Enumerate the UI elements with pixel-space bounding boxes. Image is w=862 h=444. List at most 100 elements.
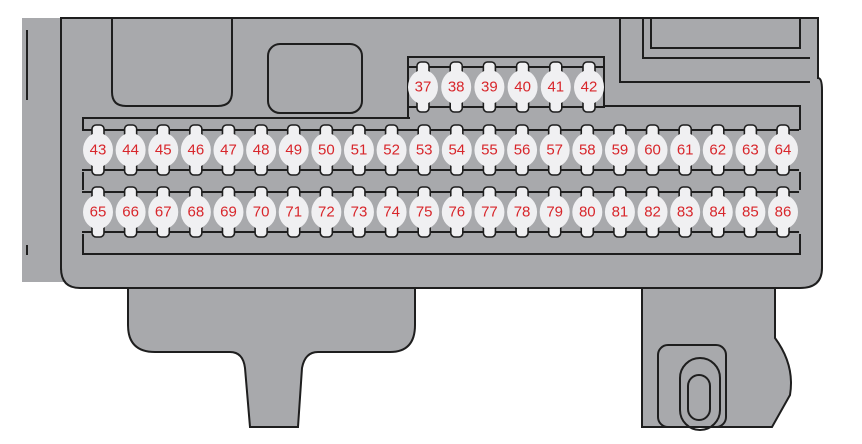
fuse-38[interactable]: 38 bbox=[441, 61, 472, 113]
fuse-40[interactable]: 40 bbox=[507, 61, 538, 113]
fuse-81[interactable]: 81 bbox=[604, 186, 635, 238]
fuse-core bbox=[745, 190, 756, 234]
fuse-42[interactable]: 42 bbox=[574, 61, 604, 113]
fuse-core bbox=[451, 65, 462, 109]
fuse-label: 70 bbox=[253, 204, 270, 221]
fuse-57[interactable]: 57 bbox=[539, 124, 570, 176]
fuse-74[interactable]: 74 bbox=[376, 186, 407, 238]
fuse-54[interactable]: 54 bbox=[441, 124, 472, 176]
fuse-72[interactable]: 72 bbox=[311, 186, 342, 238]
fuse-70[interactable]: 70 bbox=[246, 186, 277, 238]
fuse-core bbox=[125, 128, 136, 172]
fuse-core bbox=[484, 65, 495, 109]
fuse-core bbox=[256, 128, 267, 172]
connector-left bbox=[127, 279, 416, 428]
fuse-78[interactable]: 78 bbox=[507, 186, 538, 238]
fuse-65[interactable]: 65 bbox=[83, 186, 113, 238]
fuse-label: 51 bbox=[351, 142, 368, 159]
fuse-62[interactable]: 62 bbox=[702, 124, 733, 176]
fuse-core bbox=[158, 190, 169, 234]
fuse-core bbox=[223, 190, 234, 234]
fuse-core bbox=[419, 190, 430, 234]
fuse-49[interactable]: 49 bbox=[278, 124, 309, 176]
fuse-53[interactable]: 53 bbox=[409, 124, 440, 176]
fuse-69[interactable]: 69 bbox=[213, 186, 244, 238]
fuse-48[interactable]: 48 bbox=[246, 124, 277, 176]
fuse-82[interactable]: 82 bbox=[637, 186, 668, 238]
fuse-label: 84 bbox=[709, 204, 726, 221]
mounting-bracket bbox=[641, 279, 792, 428]
fuse-label: 52 bbox=[383, 142, 400, 159]
fuse-71[interactable]: 71 bbox=[278, 186, 309, 238]
fuse-45[interactable]: 45 bbox=[148, 124, 179, 176]
fuse-core bbox=[778, 190, 789, 234]
fuse-64[interactable]: 64 bbox=[768, 124, 799, 176]
fuse-59[interactable]: 59 bbox=[604, 124, 635, 176]
fuse-core bbox=[517, 190, 528, 234]
fuse-label: 63 bbox=[742, 142, 759, 159]
fuse-core bbox=[223, 128, 234, 172]
fuse-label: 71 bbox=[285, 204, 302, 221]
fuse-77[interactable]: 77 bbox=[474, 186, 505, 238]
fuse-core bbox=[451, 190, 462, 234]
fuse-core bbox=[614, 128, 625, 172]
fuse-core bbox=[190, 190, 201, 234]
fuse-83[interactable]: 83 bbox=[670, 186, 701, 238]
fuse-55[interactable]: 55 bbox=[474, 124, 505, 176]
fuse-core bbox=[353, 190, 364, 234]
fuse-label: 38 bbox=[448, 79, 465, 96]
fuse-label: 43 bbox=[90, 142, 107, 159]
fuse-core bbox=[256, 190, 267, 234]
fuse-label: 66 bbox=[122, 204, 139, 221]
fuse-core bbox=[386, 128, 397, 172]
fuse-label: 58 bbox=[579, 142, 596, 159]
fuse-50[interactable]: 50 bbox=[311, 124, 342, 176]
fuse-core bbox=[582, 128, 593, 172]
fuse-76[interactable]: 76 bbox=[441, 186, 472, 238]
fuse-80[interactable]: 80 bbox=[572, 186, 603, 238]
fuse-core bbox=[517, 65, 528, 109]
fuse-58[interactable]: 58 bbox=[572, 124, 603, 176]
fuse-label: 46 bbox=[188, 142, 205, 159]
fuse-73[interactable]: 73 bbox=[343, 186, 374, 238]
fuse-core bbox=[484, 190, 495, 234]
fuse-43[interactable]: 43 bbox=[83, 124, 113, 176]
fuse-85[interactable]: 85 bbox=[735, 186, 766, 238]
fuse-core bbox=[158, 128, 169, 172]
fuse-label: 78 bbox=[514, 204, 531, 221]
fuse-label: 65 bbox=[90, 204, 107, 221]
fuse-52[interactable]: 52 bbox=[376, 124, 407, 176]
fuse-51[interactable]: 51 bbox=[343, 124, 374, 176]
fuse-label: 50 bbox=[318, 142, 335, 159]
fuse-core bbox=[614, 190, 625, 234]
fuse-63[interactable]: 63 bbox=[735, 124, 766, 176]
fuse-core bbox=[288, 128, 299, 172]
fuse-label: 72 bbox=[318, 204, 335, 221]
fuse-core bbox=[93, 128, 103, 172]
fuse-86[interactable]: 86 bbox=[768, 186, 799, 238]
fuse-37[interactable]: 37 bbox=[408, 61, 438, 113]
fuse-core bbox=[584, 65, 594, 109]
fuse-47[interactable]: 47 bbox=[213, 124, 244, 176]
fuse-60[interactable]: 60 bbox=[637, 124, 668, 176]
fuse-label: 60 bbox=[644, 142, 661, 159]
fuse-79[interactable]: 79 bbox=[539, 186, 570, 238]
fuse-label: 41 bbox=[547, 79, 564, 96]
fuse-44[interactable]: 44 bbox=[115, 124, 146, 176]
fuse-core bbox=[550, 65, 561, 109]
fuse-68[interactable]: 68 bbox=[180, 186, 211, 238]
fuse-39[interactable]: 39 bbox=[474, 61, 505, 113]
fuse-label: 75 bbox=[416, 204, 433, 221]
fuse-label: 79 bbox=[546, 204, 563, 221]
fuse-56[interactable]: 56 bbox=[507, 124, 538, 176]
fuse-label: 54 bbox=[448, 142, 465, 159]
fuse-75[interactable]: 75 bbox=[409, 186, 440, 238]
fuse-66[interactable]: 66 bbox=[115, 186, 146, 238]
fuse-label: 81 bbox=[612, 204, 629, 221]
fuse-46[interactable]: 46 bbox=[180, 124, 211, 176]
fuse-67[interactable]: 67 bbox=[148, 186, 179, 238]
fuse-61[interactable]: 61 bbox=[670, 124, 701, 176]
fuse-core bbox=[190, 128, 201, 172]
fuse-84[interactable]: 84 bbox=[702, 186, 733, 238]
fuse-41[interactable]: 41 bbox=[540, 61, 571, 113]
